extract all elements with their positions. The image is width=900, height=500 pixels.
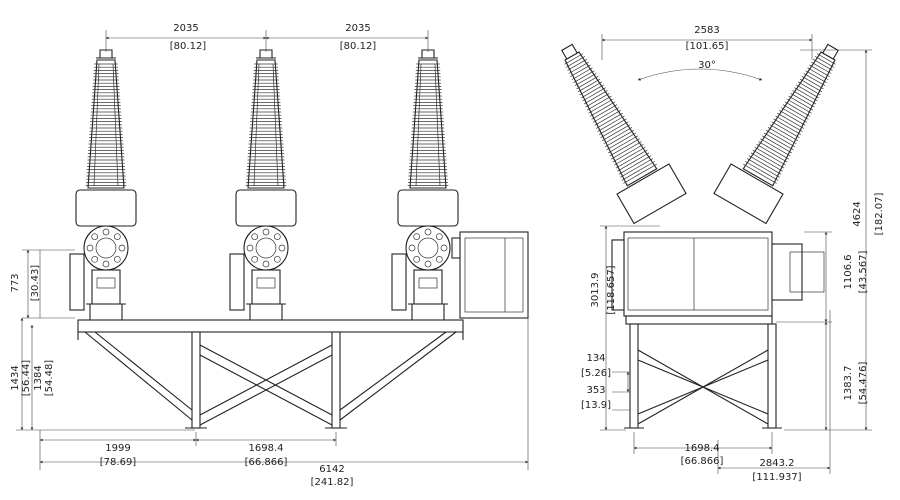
dim-base-left-inch: [78.69] <box>100 457 137 468</box>
side-view: 2583 [101.65] 30° 4624 [182.07] 3013.9 [… <box>561 25 885 483</box>
dim-foot-a-value: 134 <box>586 353 605 364</box>
aux-box <box>69 253 85 311</box>
dim-overall-width-inch: [241.82] <box>311 477 354 488</box>
linkage-housing <box>251 269 281 305</box>
linkage-housing <box>91 269 121 305</box>
dim-base-left-value: 1999 <box>105 443 130 454</box>
front-dimensions <box>16 30 529 470</box>
bushing-insulator <box>407 59 449 189</box>
dim-overall-height-inch: [182.07] <box>874 193 885 236</box>
dim-base-center-value: 1698.4 <box>249 443 284 454</box>
aux-box <box>391 253 407 311</box>
interrupter-head <box>83 225 129 271</box>
dim-mech-height-inch: [30.43] <box>30 265 41 302</box>
dim-foot-b-inch: [13.9] <box>581 400 611 411</box>
side-support-frame <box>624 315 782 429</box>
interrupter-head <box>243 225 289 271</box>
dim-frame-b-inch: [54.48] <box>44 360 55 397</box>
dim-frame-a-inch: [56.44] <box>21 360 32 397</box>
dim-tank-height-value: 3013.9 <box>590 273 601 308</box>
side-dim-labels: 2583 [101.65] 30° 4624 [182.07] 3013.9 [… <box>581 25 885 483</box>
dim-angle-label: 30° <box>698 60 716 71</box>
dim-foot-a-inch: [5.26] <box>581 368 611 379</box>
dim-pitch-right-value: 2035 <box>345 23 370 34</box>
interrupter-head <box>405 225 451 271</box>
side-dimensions <box>600 34 872 474</box>
ct-housing <box>397 189 459 227</box>
dim-side-base-overall-inch: [111.937] <box>752 472 801 483</box>
dim-frame-height-inch: [54.476] <box>858 362 869 405</box>
bushing-insulator <box>85 59 127 189</box>
dim-overall-width-value: 6142 <box>319 464 344 475</box>
bushing-insulator <box>245 59 287 189</box>
dim-side-base-overall-value: 2843.2 <box>760 458 795 469</box>
dim-overall-height-value: 4624 <box>852 201 863 226</box>
side-bushing-right <box>713 43 839 225</box>
linkage-housing <box>413 269 443 305</box>
dim-pitch-left-inch: [80.12] <box>170 41 207 52</box>
dim-mech-height-value: 773 <box>10 273 21 292</box>
pole-2 <box>229 49 297 320</box>
dim-pitch-right-inch: [80.12] <box>340 41 377 52</box>
dim-top-width-value: 2583 <box>694 25 719 36</box>
dim-pitch-left-value: 2035 <box>173 23 198 34</box>
dim-frame-a-value: 1434 <box>10 365 21 390</box>
dim-top-width-inch: [101.65] <box>686 41 729 52</box>
side-tank <box>611 231 825 317</box>
front-support-frame <box>77 319 464 429</box>
front-mechanism-cabinet <box>451 231 529 319</box>
pole-3 <box>391 49 459 320</box>
front-dim-labels: 2035 [80.12] 2035 [80.12] 773 [30.43] 14… <box>10 23 376 488</box>
front-view: 2035 [80.12] 2035 [80.12] 773 [30.43] 14… <box>10 23 529 488</box>
dim-side-base-center-value: 1698.4 <box>685 443 720 454</box>
dim-box-height-inch: [43.567] <box>858 251 869 294</box>
dim-tank-height-inch: [118.657] <box>606 265 617 314</box>
dim-frame-height-value: 1383.7 <box>843 366 854 401</box>
dim-foot-b-value: 353 <box>586 385 605 396</box>
ct-housing <box>235 189 297 227</box>
ct-housing <box>75 189 137 227</box>
aux-box <box>229 253 245 311</box>
side-bushing-left <box>561 43 687 225</box>
dim-base-center-inch: [66.866] <box>245 457 288 468</box>
dim-side-base-center-inch: [66.866] <box>681 456 724 467</box>
dim-box-height-value: 1106.6 <box>843 255 854 290</box>
pole-1 <box>69 49 137 320</box>
dim-frame-b-value: 1384 <box>33 365 44 390</box>
